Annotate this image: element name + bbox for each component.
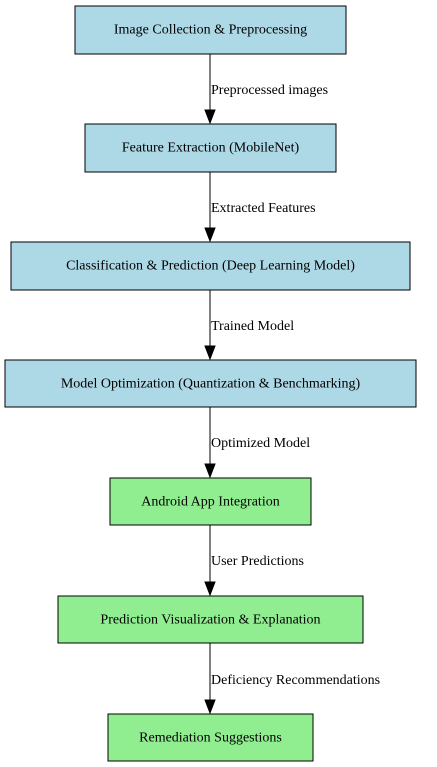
node-box [109,477,312,526]
node-box [84,123,337,173]
node-box [57,595,364,644]
node-remediation: Remediation Suggestions [107,713,314,762]
edge-1-label: Extracted Features [211,201,316,216]
node-model-optimization: Model Optimization (Quantization & Bench… [4,359,417,408]
edge-5: Deficiency Recommendations [204,643,380,715]
edge-0: Preprocessed images [204,54,328,125]
edge-2-arrowhead [204,345,216,361]
edge-2-label: Trained Model [211,319,294,334]
node-label: Prediction Visualization & Explanation [100,613,320,628]
edge-3: Optimized Model [204,407,310,479]
node-box [10,241,411,291]
node-label: Model Optimization (Quantization & Bench… [61,377,361,392]
edge-0-label: Preprocessed images [211,83,328,98]
edge-3-arrowhead [204,463,216,479]
node-box [4,359,417,408]
node-image-collection: Image Collection & Preprocessing [74,5,347,55]
node-prediction-visualization: Prediction Visualization & Explanation [57,595,364,644]
edge-1-arrowhead [204,227,216,243]
edge-4: User Predictions [204,525,304,597]
node-classification: Classification & Prediction (Deep Learni… [10,241,411,291]
node-label: Image Collection & Preprocessing [114,23,307,38]
edge-5-arrowhead [204,699,216,715]
edge-0-arrowhead [204,109,216,125]
node-label: Feature Extraction (MobileNet) [122,141,300,156]
node-label: Android App Integration [141,495,279,510]
node-android-app: Android App Integration [109,477,312,526]
node-label: Remediation Suggestions [139,731,282,746]
edge-5-label: Deficiency Recommendations [211,673,380,688]
node-feature-extraction: Feature Extraction (MobileNet) [84,123,337,173]
node-label: Classification & Prediction (Deep Learni… [66,259,355,274]
node-box [74,5,347,55]
edge-3-label: Optimized Model [211,436,310,451]
node-box [107,713,314,762]
edge-4-label: User Predictions [211,554,304,569]
edge-4-arrowhead [204,581,216,597]
edge-2: Trained Model [204,290,294,361]
edge-1: Extracted Features [204,172,316,243]
